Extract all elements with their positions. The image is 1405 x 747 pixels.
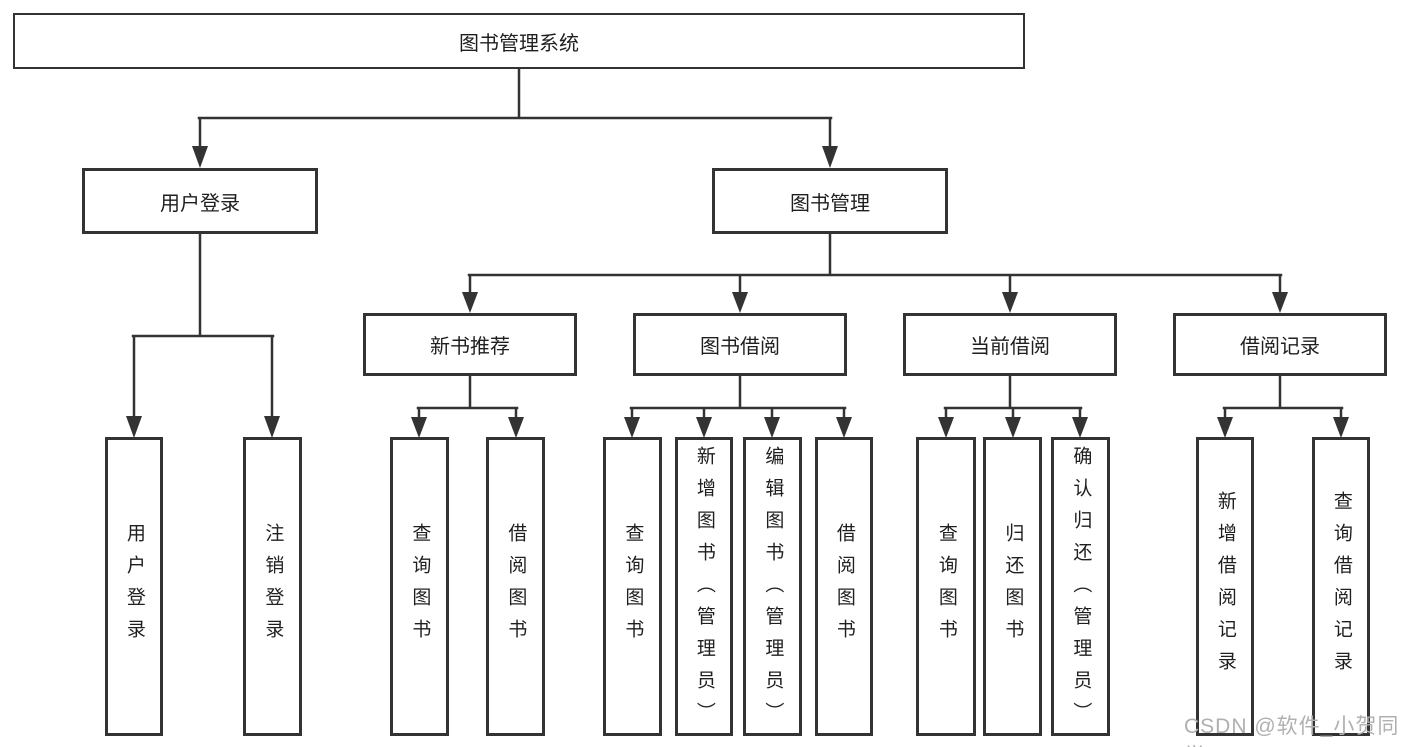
leaf-borrow-books-recommend: 借阅图书 (486, 437, 545, 736)
leaf-borrow-books-borrowing: 借阅图书 (815, 437, 873, 736)
leaf-return-books: 归还图书 (983, 437, 1042, 736)
node-new-book-recommend: 新书推荐 (363, 313, 577, 376)
leaf-query-books-recommend: 查询图书 (390, 437, 449, 736)
node-borrowing-records: 借阅记录 (1173, 313, 1387, 376)
node-root-system: 图书管理系统 (13, 13, 1025, 69)
connector-bookborrow-to-leaves (624, 374, 852, 438)
leaf-query-borrow-record: 查询借阅记录 (1312, 437, 1370, 736)
leaf-edit-books-admin: 编辑图书（管理员） (743, 437, 802, 736)
node-current-borrowing: 当前借阅 (903, 313, 1117, 376)
node-user-login: 用户登录 (82, 168, 318, 234)
csdn-watermark: CSDN @软件_小贺同学 (1184, 715, 1400, 747)
node-book-management: 图书管理 (712, 168, 948, 234)
node-book-borrowing: 图书借阅 (633, 313, 847, 376)
connector-borrowrecords-to-leaves (1217, 374, 1349, 438)
leaf-user-login-action: 用户登录 (105, 437, 163, 736)
leaf-add-borrow-record: 新增借阅记录 (1196, 437, 1254, 736)
connector-newbook-to-leaves (411, 374, 524, 438)
leaf-query-books-borrowing: 查询图书 (603, 437, 662, 736)
connector-bookmgmt-to-level3 (462, 232, 1288, 313)
leaf-query-books-current: 查询图书 (916, 437, 976, 736)
leaf-add-books-admin: 新增图书（管理员） (675, 437, 733, 736)
connector-root-to-level2 (192, 67, 838, 168)
leaf-confirm-return-admin: 确认归还（管理员） (1051, 437, 1110, 736)
connector-currentborrow-to-leaves (938, 374, 1088, 438)
connector-userlogin-to-leaves (126, 232, 280, 438)
leaf-logout: 注销登录 (243, 437, 302, 736)
